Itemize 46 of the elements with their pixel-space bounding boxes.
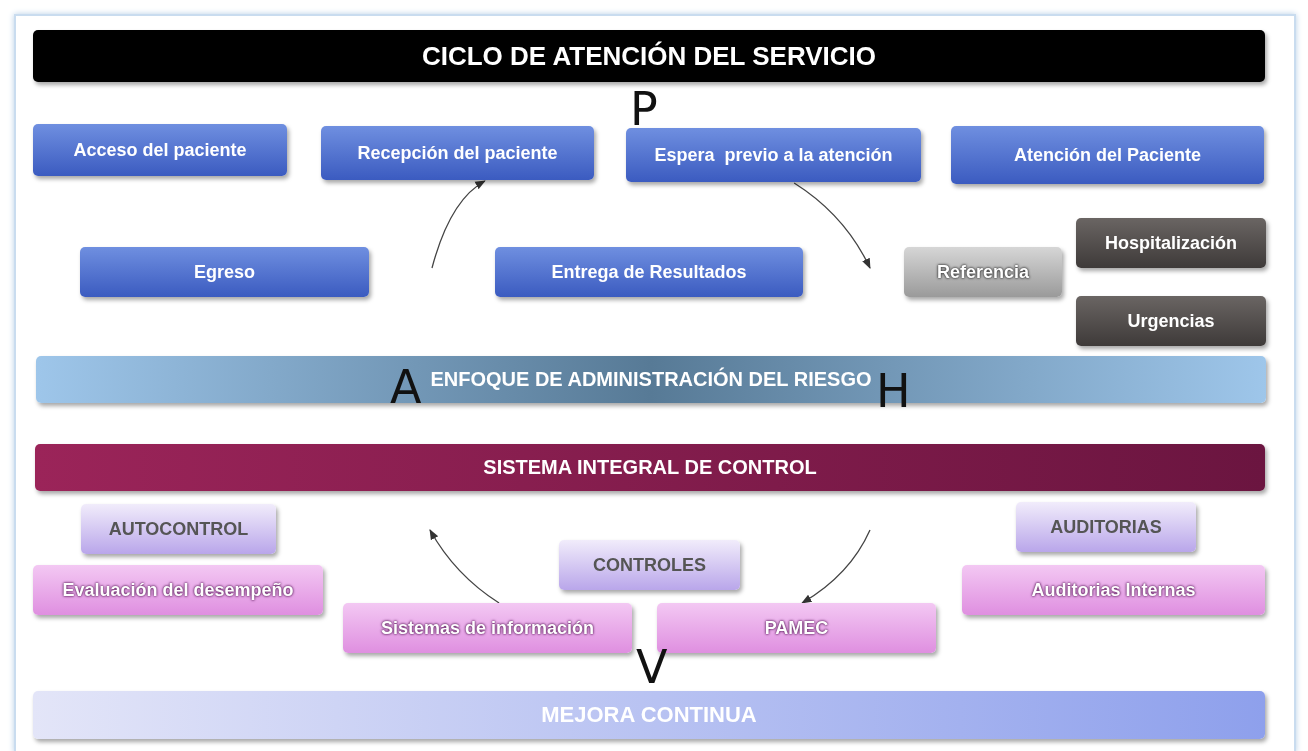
arrow [801,529,871,604]
box-label: Referencia [936,261,1030,283]
box-label: PAMEC [764,617,829,639]
title-band [33,30,1265,82]
section-band [33,691,1265,739]
cycle-letter: P [630,86,658,132]
box-label: Espera previo a la atención [654,144,893,166]
arrow [793,182,871,269]
box-label: SISTEMA INTEGRAL DE CONTROL [483,456,817,479]
control-box [1016,502,1196,552]
process-box [951,126,1264,184]
box-label: MEJORA CONTINUA [541,702,757,728]
box-label: Evaluación del desempeño [62,579,294,601]
box-label: Auditorias Internas [1031,579,1196,601]
process-box [904,247,1062,297]
box-label: CICLO DE ATENCIÓN DEL SERVICIO [421,40,877,72]
control-box [343,603,632,653]
cycle-letter: V [636,644,668,690]
process-box [33,124,287,176]
cycle-letter: H [876,368,911,414]
control-box [559,540,740,590]
process-box [495,247,803,297]
box-label: Recepción del paciente [357,142,558,164]
box-label: Atención del Paciente [1013,144,1202,166]
box-label: Acceso del paciente [73,139,247,161]
box-label: Egreso [194,261,255,283]
arrow [429,529,500,604]
box-label: ENFOQUE DE ADMINISTRACIÓN DEL RIESGO [430,368,872,391]
box-label: Entrega de Resultados [551,261,747,283]
control-box [962,565,1265,615]
box-label: AUDITORIAS [1050,516,1162,538]
process-box [626,128,921,182]
box-label: Hospitalización [1105,232,1237,254]
control-box [81,504,276,554]
box-label: Sistemas de información [380,617,595,639]
box-label: Urgencias [1127,310,1215,332]
arrow [431,180,486,269]
control-box [33,565,323,615]
cycle-letter: A [390,364,422,410]
process-box [80,247,369,297]
process-box [1076,296,1266,346]
process-box [1076,218,1266,268]
section-band [35,444,1265,491]
process-box [321,126,594,180]
box-label: AUTOCONTROL [108,518,249,540]
box-label: CONTROLES [593,554,706,576]
